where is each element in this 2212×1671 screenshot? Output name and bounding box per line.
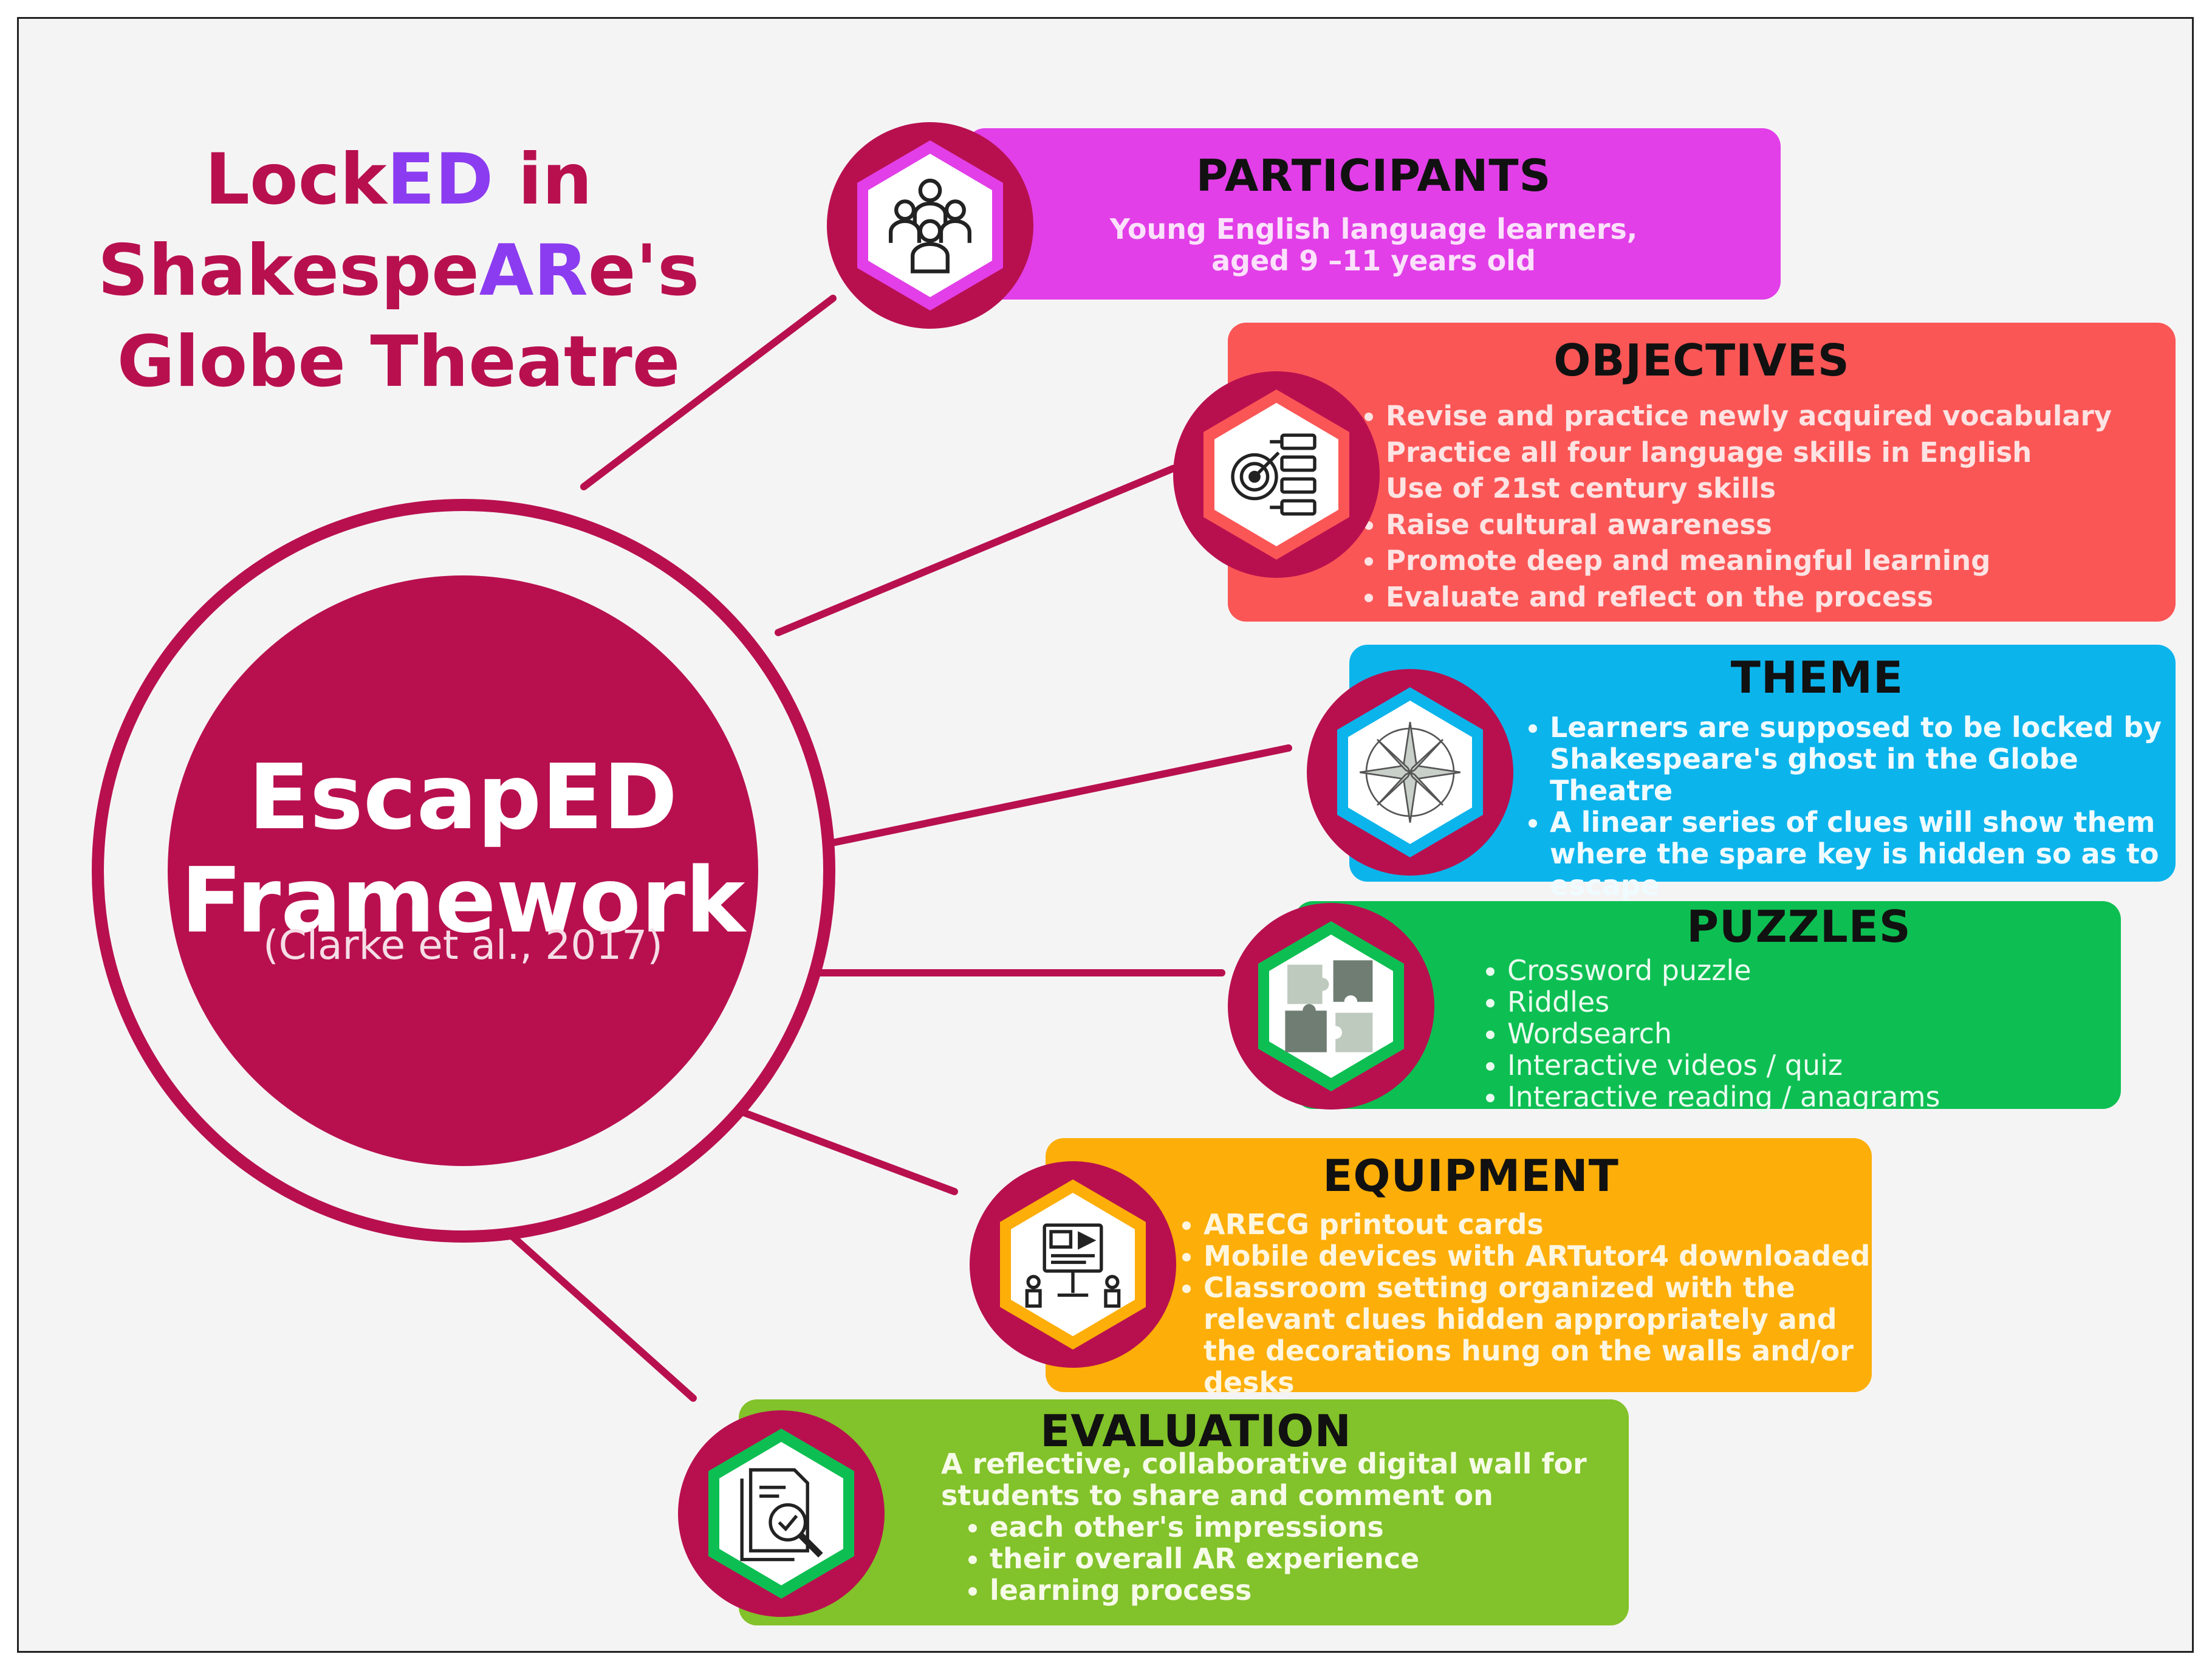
evaluation-title: EVALUATION	[1040, 1405, 1352, 1457]
list-item: Riddles	[1507, 986, 1940, 1018]
connector-equipment	[708, 1097, 958, 1195]
list-item: Practice all four language skills in Eng…	[1386, 434, 2112, 471]
list-item: Crossword puzzle	[1507, 955, 1940, 986]
compass-rose-icon	[1359, 721, 1461, 823]
document-magnifier-icon	[740, 1468, 823, 1562]
evaluation-badge	[678, 1410, 885, 1617]
connector-theme	[817, 744, 1292, 849]
list-item: their overall AR experience	[990, 1543, 1609, 1574]
list-item: Revise and practice newly acquired vocab…	[1386, 398, 2112, 434]
list-item: Classroom setting organized with the rel…	[1204, 1272, 1872, 1398]
people-group-icon	[889, 179, 971, 273]
equipment-title: EQUIPMENT	[1323, 1150, 1619, 1201]
list-item: Mobile devices with ARTutor4 downloaded	[1204, 1240, 1872, 1272]
evaluation-box: EVALUATION A reflective, collaborative d…	[739, 1399, 1629, 1625]
list-item: Learners are supposed to be locked by Sh…	[1550, 712, 2176, 806]
infographic-frame: LockED in ShakespeARe's Globe Theatre Es…	[17, 17, 2194, 1653]
participants-title: PARTICIPANTS	[1196, 150, 1552, 201]
equipment-list: ARECG printout cards Mobile devices with…	[1167, 1209, 1872, 1398]
participants-text: Young English language learners, aged 9 …	[1109, 213, 1638, 277]
objectives-badge	[1173, 371, 1380, 578]
presentation-screen-icon	[1025, 1223, 1121, 1308]
theme-list: Learners are supposed to be locked by Sh…	[1513, 712, 2176, 901]
puzzles-badge	[1228, 903, 1434, 1110]
framework-title: EscapED Framework	[180, 745, 745, 953]
objectives-title: OBJECTIVES	[1553, 335, 1850, 386]
list-item: ARECG printout cards	[1204, 1209, 1872, 1240]
participants-box: PARTICIPANTS Young English language lear…	[967, 128, 1781, 300]
list-item: Use of 21st century skills	[1386, 470, 2112, 507]
puzzles-list: Crossword puzzle Riddles Wordsearch Inte…	[1471, 955, 1940, 1113]
participants-badge	[827, 122, 1033, 329]
list-item: Raise cultural awareness	[1386, 507, 2112, 543]
objectives-list: Revise and practice newly acquired vocab…	[1349, 398, 2112, 615]
connector-objectives	[775, 465, 1177, 636]
puzzle-pieces-icon	[1285, 960, 1373, 1052]
page-title: LockED in ShakespeARe's Globe Theatre	[97, 139, 700, 403]
list-item: learning process	[990, 1574, 1609, 1606]
evaluation-list: each other's impressions their overall A…	[941, 1511, 1609, 1606]
list-item: Interactive reading / anagrams	[1507, 1081, 1940, 1113]
list-item: Wordsearch	[1507, 1018, 1940, 1049]
equipment-badge	[970, 1161, 1176, 1368]
theme-badge	[1307, 669, 1513, 876]
theme-title: THEME	[1730, 652, 1904, 703]
objectives-box: OBJECTIVES Revise and practice newly acq…	[1228, 323, 2176, 622]
list-item: Interactive videos / quiz	[1507, 1049, 1940, 1081]
center-circle: EscapED Framework (Clarke et al., 2017)	[168, 575, 758, 1166]
list-item: Evaluate and reflect on the process	[1386, 579, 2112, 616]
list-item: A linear series of clues will show them …	[1550, 806, 2176, 901]
target-checklist-icon	[1231, 433, 1317, 516]
connector-participants	[580, 295, 837, 490]
framework-citation: (Clarke et al., 2017)	[262, 922, 663, 969]
list-item: each other's impressions	[990, 1511, 1609, 1543]
evaluation-text: A reflective, collaborative digital wall…	[941, 1448, 1609, 1606]
list-item: Promote deep and meaningful learning	[1386, 543, 2112, 579]
puzzles-title: PUZZLES	[1686, 901, 1911, 952]
equipment-box: EQUIPMENT ARECG printout cards Mobile de…	[1046, 1138, 1872, 1398]
